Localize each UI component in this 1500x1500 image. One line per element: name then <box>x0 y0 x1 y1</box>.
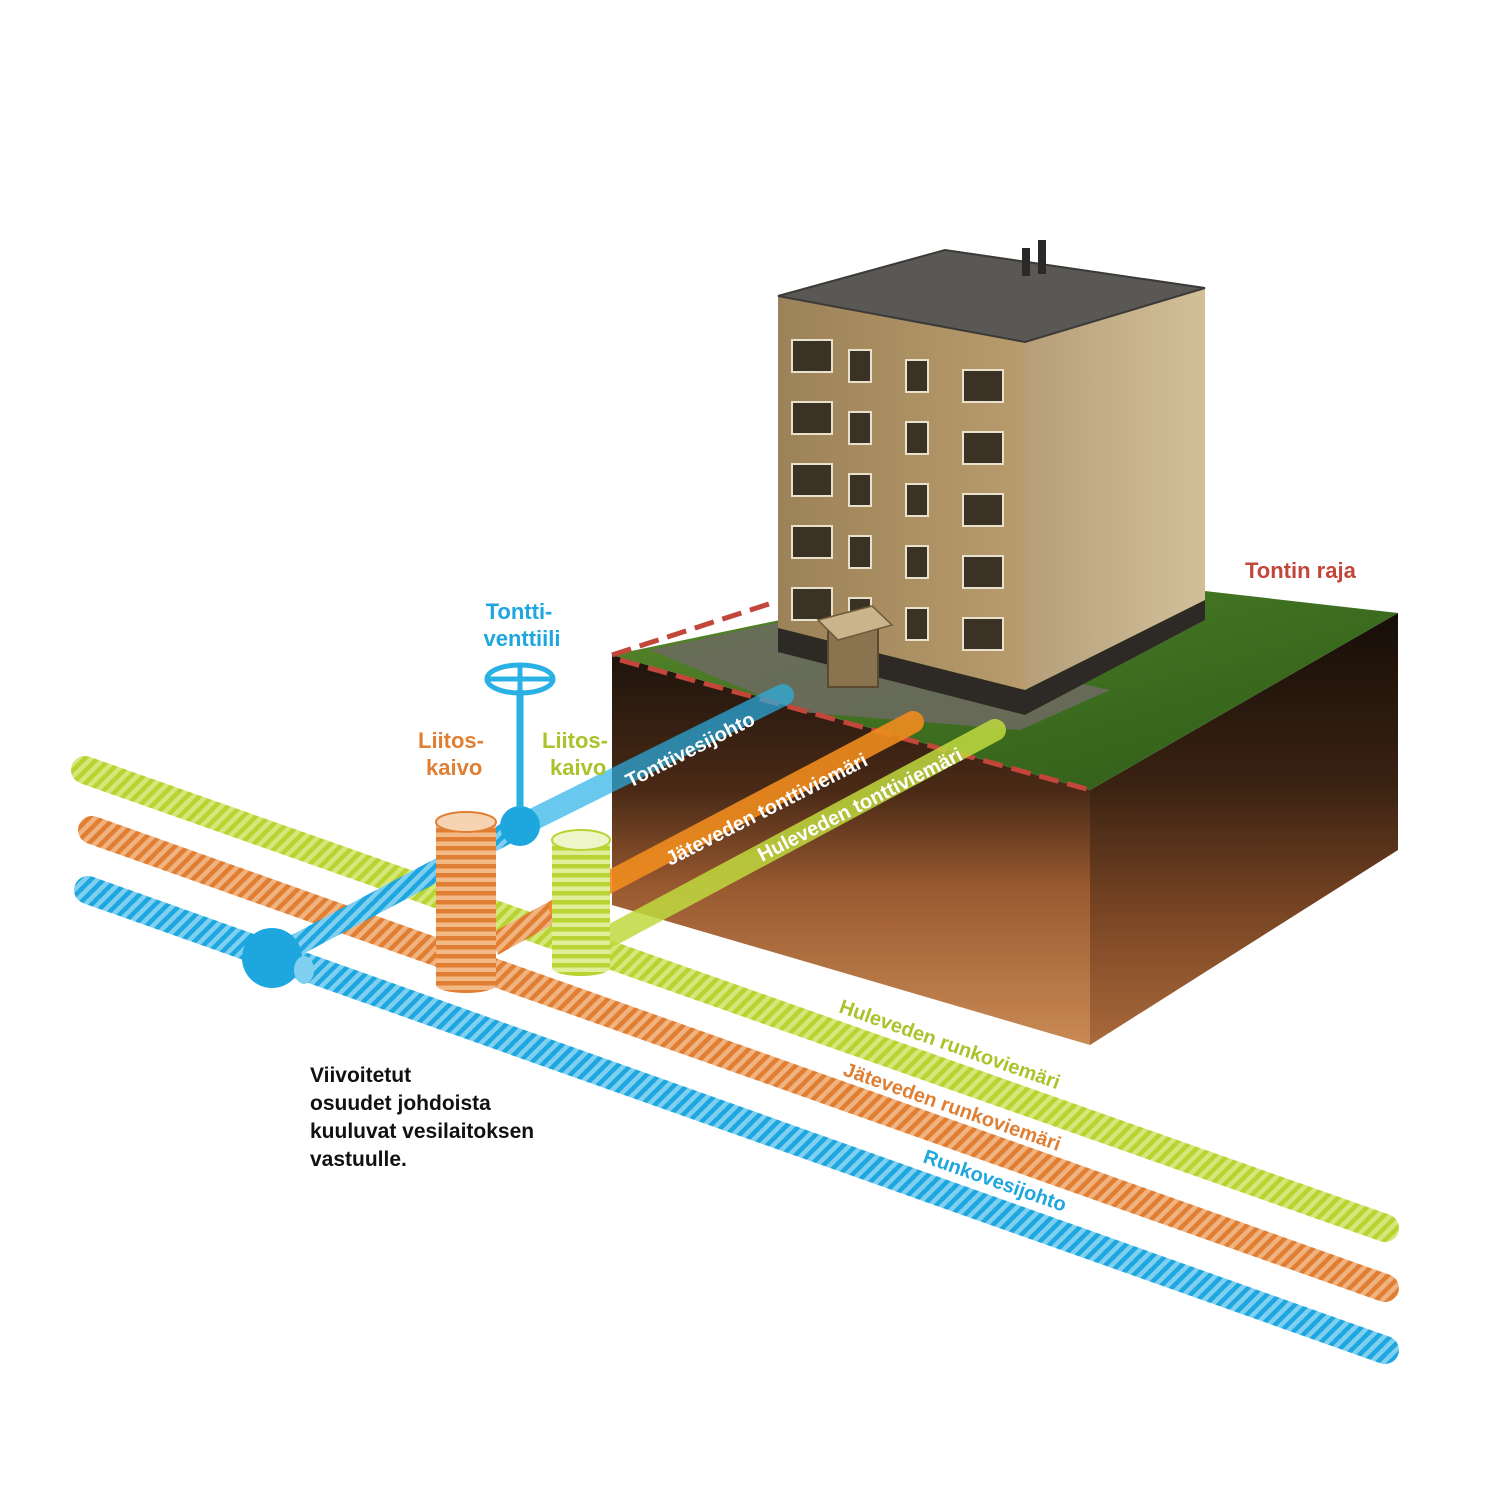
building-side-wall <box>1025 288 1205 715</box>
storm-manhole-label-line1: Liitos- <box>542 728 608 753</box>
building-window <box>905 607 929 641</box>
note-line: vastuulle. <box>310 1148 407 1171</box>
building-window <box>791 587 833 621</box>
building-window <box>791 401 833 435</box>
waste-manhole-label-line1: Liitos- <box>418 728 484 753</box>
note-line: osuudet johdoista <box>310 1092 491 1115</box>
building-window <box>962 493 1004 527</box>
storm-connection-manhole <box>551 829 611 976</box>
soil-side-face <box>1090 613 1398 1045</box>
building-window <box>791 339 833 373</box>
water-plot-pipe-private <box>509 684 794 837</box>
building-window <box>791 525 833 559</box>
waste-plot-pipe-connector <box>487 898 566 955</box>
waste-manhole-label-line2: kaivo <box>426 755 482 780</box>
roof-vent <box>1038 240 1046 274</box>
soil-front-face <box>612 655 1090 1045</box>
building-window <box>848 473 872 507</box>
building-window <box>905 545 929 579</box>
responsibility-note: Viivoitetut osuudet johdoista kuuluvat v… <box>310 1062 630 1174</box>
valve-wheel-icon <box>484 662 556 696</box>
building-window <box>905 421 929 455</box>
building-window <box>962 617 1004 651</box>
pipe-junction-icon <box>242 928 314 988</box>
building-window <box>791 463 833 497</box>
storm-main-pipe <box>71 756 1399 1242</box>
storm-manhole-label-line2: kaivo <box>550 755 606 780</box>
building-window <box>905 359 929 393</box>
building-base-side <box>1025 600 1205 715</box>
building-window <box>848 411 872 445</box>
valve-junction-icon <box>500 806 540 846</box>
note-line: kuuluvat vesilaitoksen <box>310 1120 535 1143</box>
building-window <box>848 349 872 383</box>
note-line: Viivoitetut <box>310 1064 412 1087</box>
building-window <box>962 431 1004 465</box>
apartment-building <box>777 240 1206 715</box>
building-window <box>962 555 1004 589</box>
plot-boundary-line-front <box>619 657 1091 793</box>
building-roof <box>777 248 1206 344</box>
waste-connection-manhole <box>435 811 497 993</box>
plot-boundary-label: Tontin raja <box>1245 558 1357 583</box>
building-window <box>962 369 1004 403</box>
waste-main-pipe <box>78 816 1399 1302</box>
valve-label-line1: Tontti- <box>486 599 553 624</box>
roof-vent <box>1022 248 1030 276</box>
building-windows <box>791 339 1004 651</box>
storm-plot-pipe <box>601 719 1006 946</box>
valve-label-line2: venttiili <box>483 626 560 651</box>
entrance-canopy <box>816 605 894 641</box>
building-window <box>848 535 872 569</box>
waste-plot-pipe <box>549 711 924 919</box>
building-window <box>905 483 929 517</box>
